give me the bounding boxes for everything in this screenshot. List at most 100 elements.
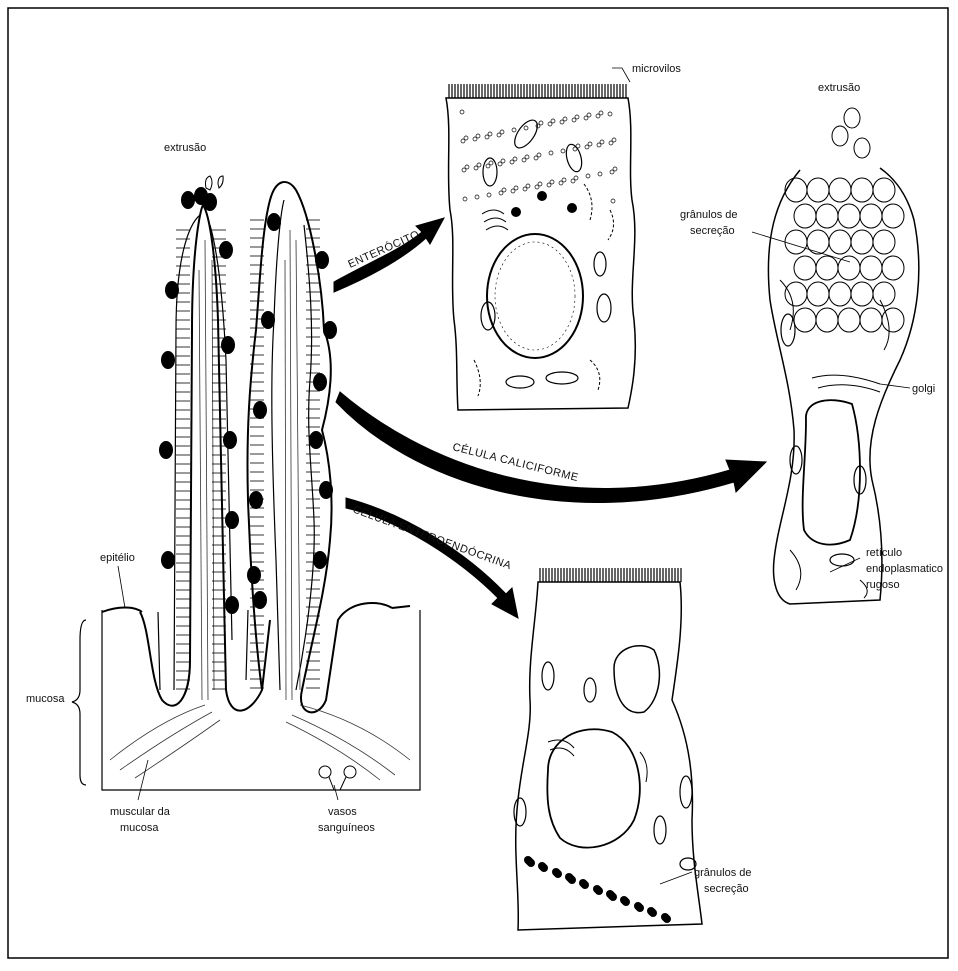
goblet-cell-dot	[313, 551, 327, 569]
enterocyte-vesicle	[500, 130, 504, 134]
leader-microvilos	[612, 68, 630, 82]
mucin-granule	[807, 230, 829, 254]
mucin-granule	[807, 282, 829, 306]
enterocyte-vesicle	[476, 134, 480, 138]
mucin-granule	[838, 204, 860, 228]
enterocyte-vesicle	[551, 119, 555, 123]
arrow-labels: ENTERÓCITO CÉLULA CALICIFORME CÉLULA ENT…	[346, 228, 580, 573]
leader-vasos	[334, 785, 338, 800]
label-muscular-2: mucosa	[120, 822, 159, 834]
label-extrusao-left: extrusão	[164, 142, 206, 154]
leader-muscular	[138, 760, 148, 800]
mucin-granule	[873, 230, 895, 254]
enterocyte-cell	[446, 68, 635, 410]
enterocyte-vesicle	[475, 195, 479, 199]
secretory-granule	[649, 909, 657, 917]
secretory-granule	[568, 876, 576, 884]
secretory-granule	[609, 893, 617, 901]
mucin-granule	[807, 178, 829, 202]
label-muscular-1: muscular da	[110, 806, 171, 818]
enterocyte-vesicle	[611, 199, 615, 203]
enterocyte-vesicle	[477, 163, 481, 167]
enterocyte-vesicle	[488, 132, 492, 136]
enterocyte-vesicle	[586, 174, 590, 178]
mucin-granule	[829, 282, 851, 306]
enterocyte-vesicle	[561, 149, 565, 153]
mucin-granule	[851, 178, 873, 202]
goblet-secretory-granules	[785, 108, 904, 332]
enterocyte-vesicle	[539, 121, 543, 125]
label-reticulo-3: rugoso	[866, 579, 900, 591]
goblet-cell-dot	[203, 193, 217, 211]
goblet-nucleus	[803, 400, 860, 544]
extruded-granule	[832, 126, 848, 146]
label-granulos-bottom-1: grânulos de	[694, 867, 752, 879]
enterocyte-vesicle	[587, 113, 591, 117]
enterocyte-vesicle	[599, 111, 603, 115]
enterocyte-vesicle	[574, 176, 578, 180]
goblet-cell-dot	[319, 481, 333, 499]
goblet-cell-dot	[323, 321, 337, 339]
label-epitelio: epitélio	[100, 552, 135, 564]
mucin-granule	[829, 178, 851, 202]
enterocyte-vesicle	[465, 165, 469, 169]
goblet-cell-dot	[221, 336, 235, 354]
enterocyte-microvilli	[449, 84, 626, 98]
goblet-cell-dot	[247, 566, 261, 584]
enterocyte-vesicle	[502, 188, 506, 192]
label-arrow-enteroendocrina: CÉLULA ENTEROENDÓCRINA	[351, 503, 514, 573]
enterocyte-vesicle	[613, 167, 617, 171]
enterocyte-membrane	[446, 98, 635, 410]
enterocyte-vesicle	[549, 151, 553, 155]
enterocyte-nucleus	[487, 234, 583, 358]
mucin-granule	[785, 178, 807, 202]
enterocyte-vesicle	[526, 184, 530, 188]
leader-epitelio	[118, 566, 125, 608]
label-reticulo-1: retículo	[866, 547, 902, 559]
mucin-granule	[851, 282, 873, 306]
goblet-cell-dot	[159, 441, 173, 459]
enterocyte-vesicle	[512, 128, 516, 132]
enterocyte-vesicle	[489, 161, 493, 165]
label-reticulo-2: endoplasmatico	[866, 563, 943, 575]
enterocyte-vesicle	[550, 180, 554, 184]
goblet-cell-dot	[249, 491, 263, 509]
mucin-granule	[829, 230, 851, 254]
goblet-cell-dot	[315, 251, 329, 269]
goblet-cell-dot	[261, 311, 275, 329]
secretory-granule	[663, 915, 671, 923]
enteroendocrine-nucleus	[547, 729, 640, 847]
goblet-cell-dot	[225, 511, 239, 529]
label-granulos-bottom-2: secreção	[704, 883, 749, 895]
extruded-granule	[854, 138, 870, 158]
mucin-granule	[794, 308, 816, 332]
mucin-granule	[794, 204, 816, 228]
mucin-granule	[860, 204, 882, 228]
secretory-granule	[636, 904, 644, 912]
enteroendocrine-mitochondria	[514, 662, 696, 870]
goblet-cell-dot	[253, 591, 267, 609]
dense-body	[567, 203, 577, 213]
extruded-granule	[844, 108, 860, 128]
leader-granulos-bottom	[660, 872, 692, 884]
enterocyte-vesicle	[501, 159, 505, 163]
mucin-granule	[860, 256, 882, 280]
goblet-cell-dot	[253, 401, 267, 419]
mucin-granule	[882, 204, 904, 228]
enterocyte-vesicle	[598, 172, 602, 176]
enterocyte-vesicle	[588, 142, 592, 146]
secretory-granule	[581, 881, 589, 889]
enterocyte-er	[474, 184, 614, 396]
mucin-granule	[794, 256, 816, 280]
enterocyte-golgi	[482, 210, 508, 230]
mucin-granule	[816, 204, 838, 228]
enteroendocrine-membrane	[516, 582, 702, 930]
goblet-cell-dot	[219, 241, 233, 259]
enteroendocrine-microvilli	[540, 568, 681, 582]
mucin-granule	[873, 282, 895, 306]
mucin-granule	[873, 178, 895, 202]
secretory-granule	[595, 887, 603, 895]
mucin-granule	[816, 308, 838, 332]
